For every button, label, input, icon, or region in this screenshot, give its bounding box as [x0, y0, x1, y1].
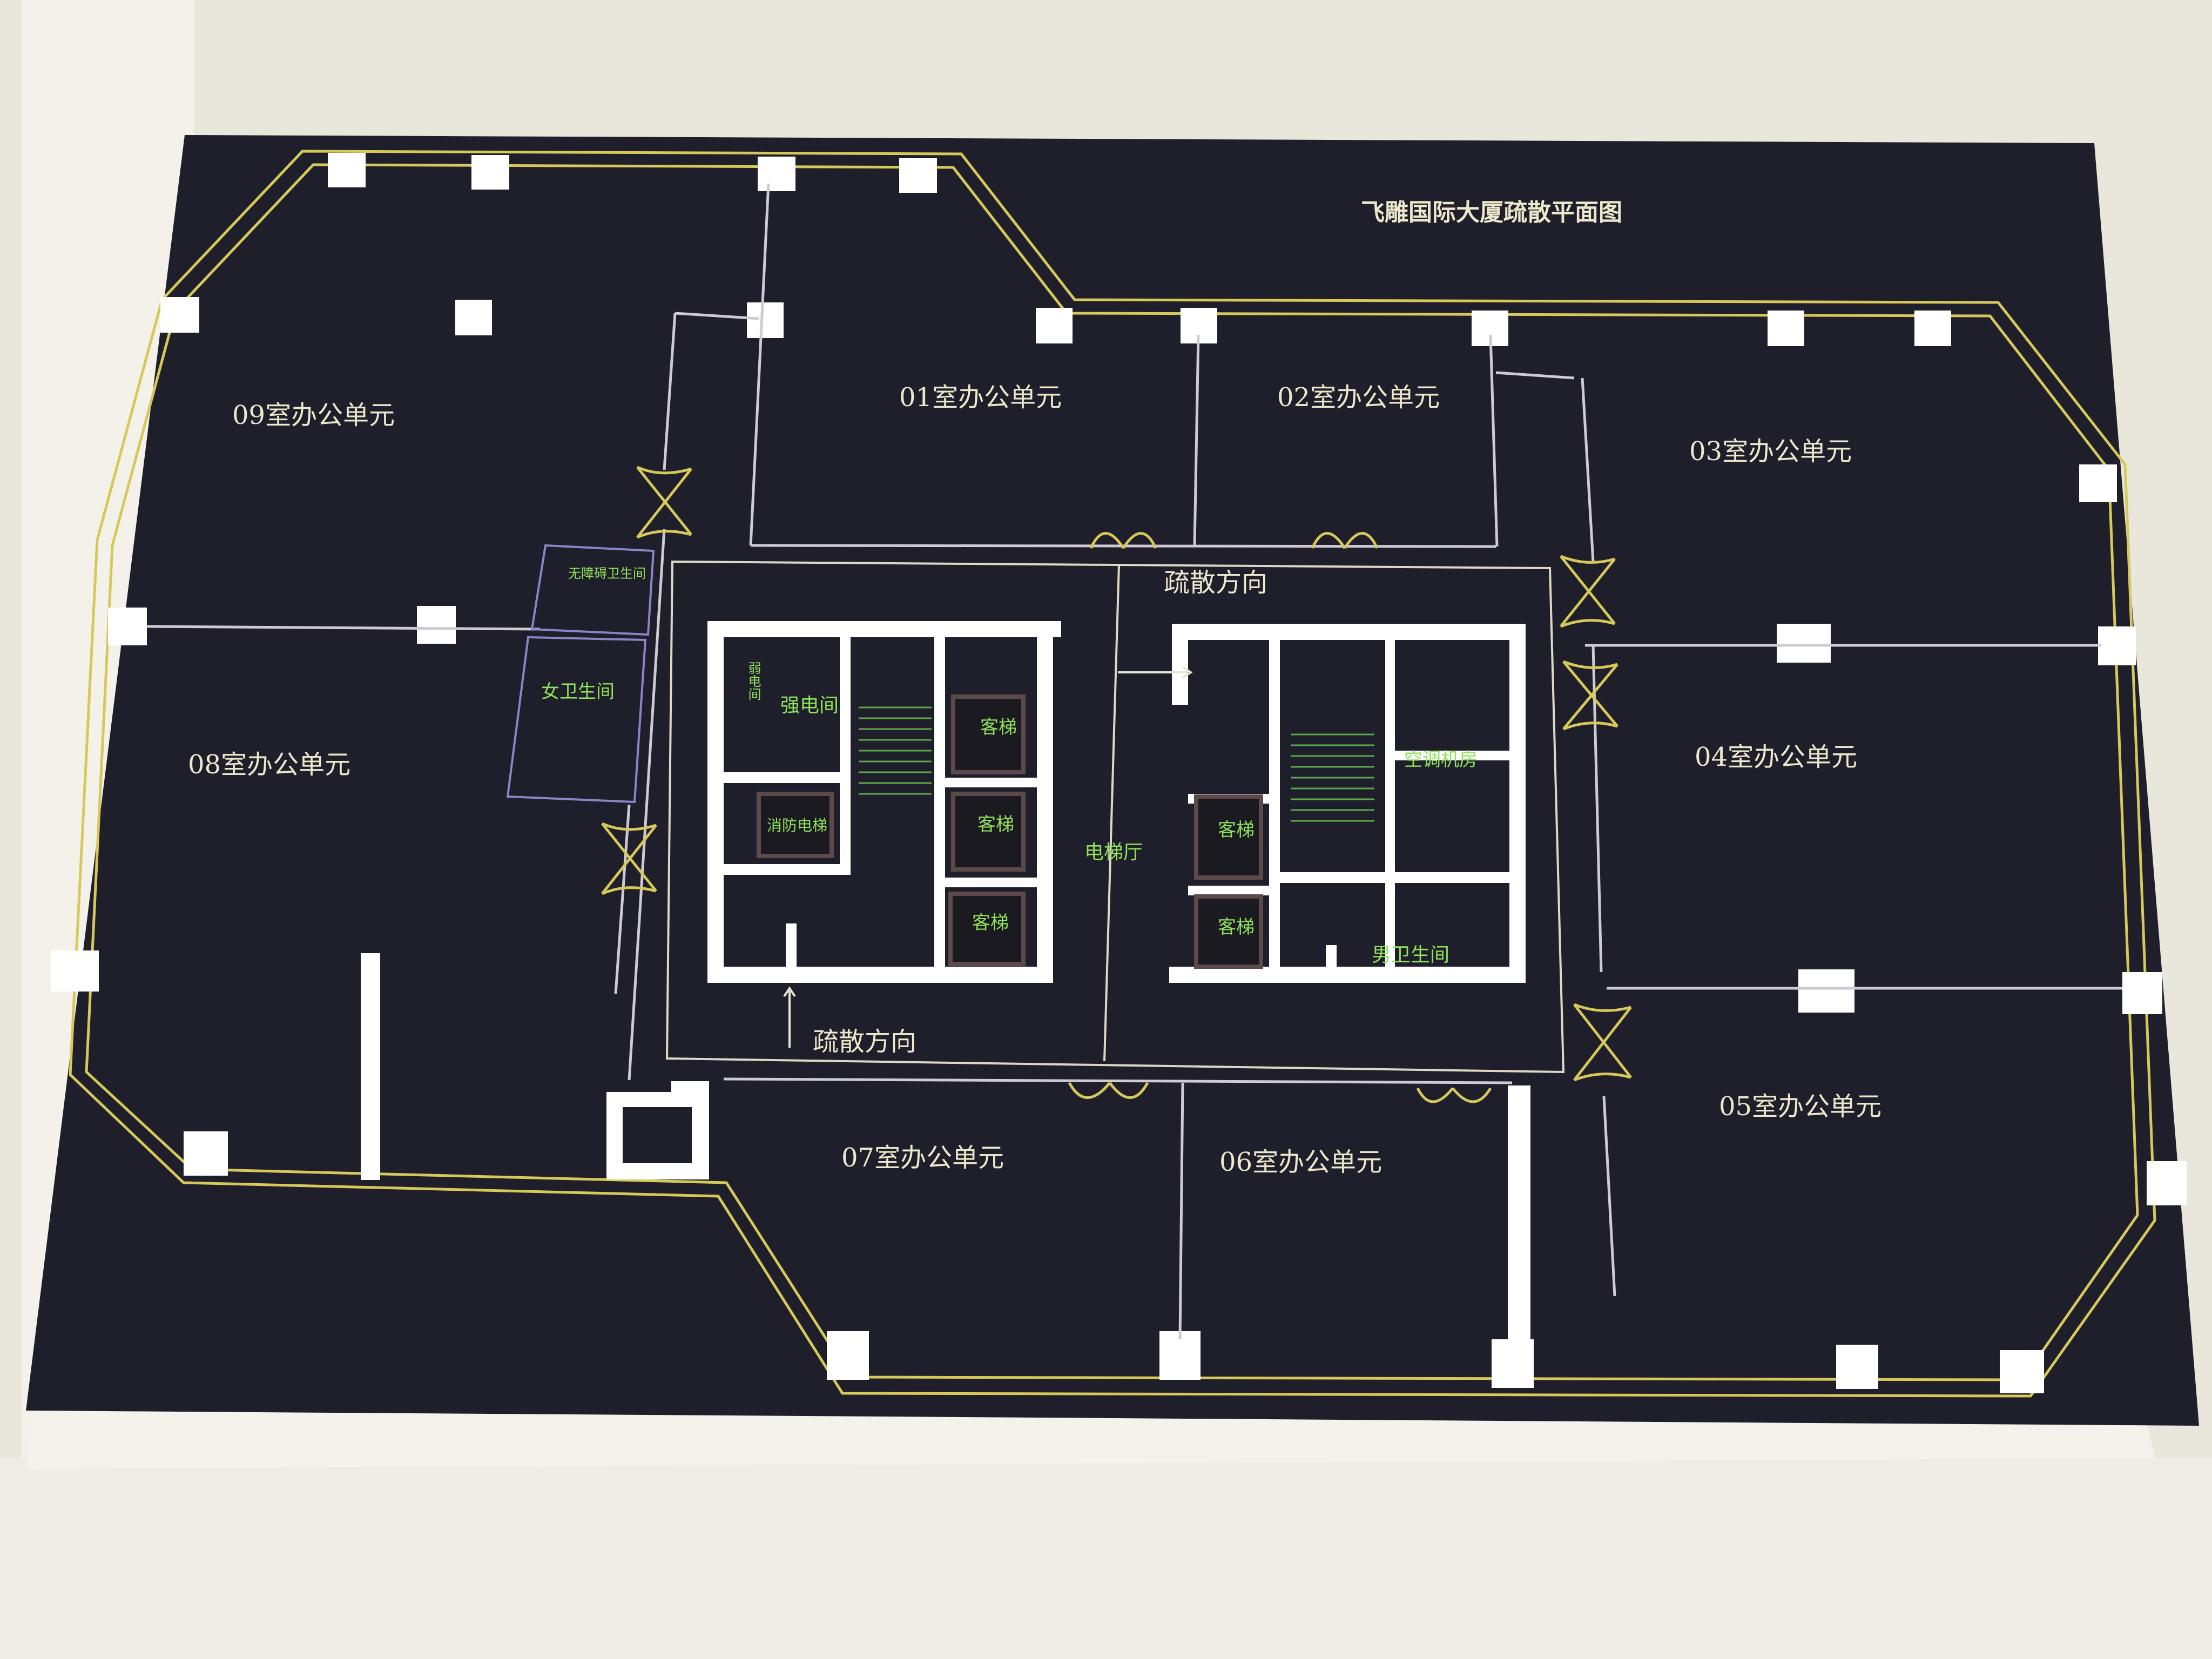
- room-label-fire-elevator: 消防电梯: [767, 817, 827, 834]
- unit-label-02: 02室办公单元: [1277, 382, 1440, 413]
- unit-label-01: 01室办公单元: [899, 382, 1062, 413]
- unit-label-04: 04室办公单元: [1695, 742, 1857, 772]
- stairs: [859, 706, 1374, 822]
- wc-block: [506, 544, 655, 804]
- room-label-mens-wc: 男卫生间: [1372, 944, 1449, 966]
- room-label-passenger-elevator: 客梯: [977, 814, 1014, 835]
- room-label-passenger-elevator: 客梯: [980, 717, 1017, 738]
- room-label-elevator-hall: 电梯厅: [1084, 841, 1143, 864]
- room-label-passenger-elevator: 客梯: [1218, 819, 1255, 841]
- shear-wall: [1508, 1085, 1530, 1345]
- room-label-ac-room: 空调机房: [1404, 749, 1478, 771]
- room-label-strong-electric: 强电间: [780, 694, 839, 717]
- fire-doors: [601, 466, 1632, 1103]
- core-walls: [707, 621, 1526, 983]
- room-label-womens-wc: 女卫生间: [541, 681, 615, 703]
- core-outline: [665, 560, 1565, 1074]
- unit-label-09: 09室办公单元: [232, 400, 395, 430]
- partitions: [146, 183, 2122, 1340]
- evacuation-direction-top: 疏散方向: [1164, 568, 1267, 598]
- room-label-passenger-elevator: 客梯: [972, 912, 1009, 934]
- evacuation-direction-bottom: 疏散方向: [813, 1027, 916, 1057]
- room-label-passenger-elevator: 客梯: [1218, 916, 1255, 938]
- unit-label-05: 05室办公单元: [1719, 1091, 1881, 1122]
- elevator-cars: [757, 694, 1263, 969]
- unit-label-07: 07室办公单元: [841, 1143, 1004, 1173]
- plan-title: 飞雕国际大厦疏散平面图: [1361, 199, 1622, 226]
- shear-wall: [361, 953, 380, 1180]
- evacuation-arrows: [783, 666, 1193, 1048]
- unit-label-08: 08室办公单元: [188, 750, 350, 780]
- columns: [51, 153, 2187, 1393]
- unit-label-06: 06室办公单元: [1219, 1147, 1382, 1177]
- unit-label-03: 03室办公单元: [1689, 436, 1852, 467]
- room-label-accessible-wc: 无障碍卫生间: [568, 566, 646, 581]
- room-label-weak-electric: 弱电间: [746, 662, 761, 700]
